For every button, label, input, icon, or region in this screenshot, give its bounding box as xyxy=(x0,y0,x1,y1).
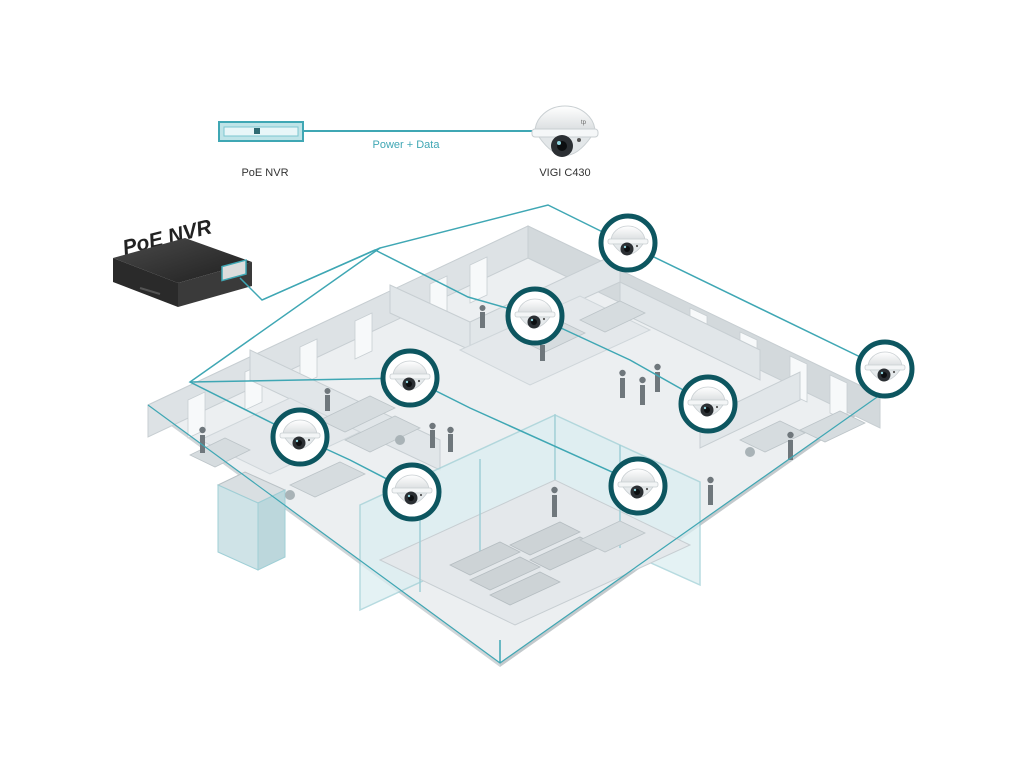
poe-nvr-device: PoE NVR xyxy=(113,215,252,307)
nvr-ports xyxy=(221,259,247,282)
nvr-legend-icon xyxy=(218,121,304,142)
building xyxy=(147,225,881,667)
camera-icon xyxy=(858,342,912,396)
nvr-legend-label: PoE NVR xyxy=(241,167,288,179)
elevator xyxy=(216,471,287,571)
camera-icon xyxy=(508,289,562,343)
camera-legend-label: VIGI C430 xyxy=(539,167,590,179)
camera-icon xyxy=(383,351,437,405)
poe-cables xyxy=(147,204,886,664)
camera-legend-icon: tp xyxy=(531,105,599,157)
link-label: Power + Data xyxy=(373,139,441,151)
svg-text:tp: tp xyxy=(581,120,587,126)
camera-icon xyxy=(611,459,665,513)
legend: Power + Data PoE NVR VIGI C430 tp xyxy=(218,105,599,179)
camera-icon xyxy=(385,465,439,519)
camera-icon xyxy=(601,216,655,270)
camera-icon xyxy=(681,377,735,431)
camera-icon xyxy=(273,410,327,464)
